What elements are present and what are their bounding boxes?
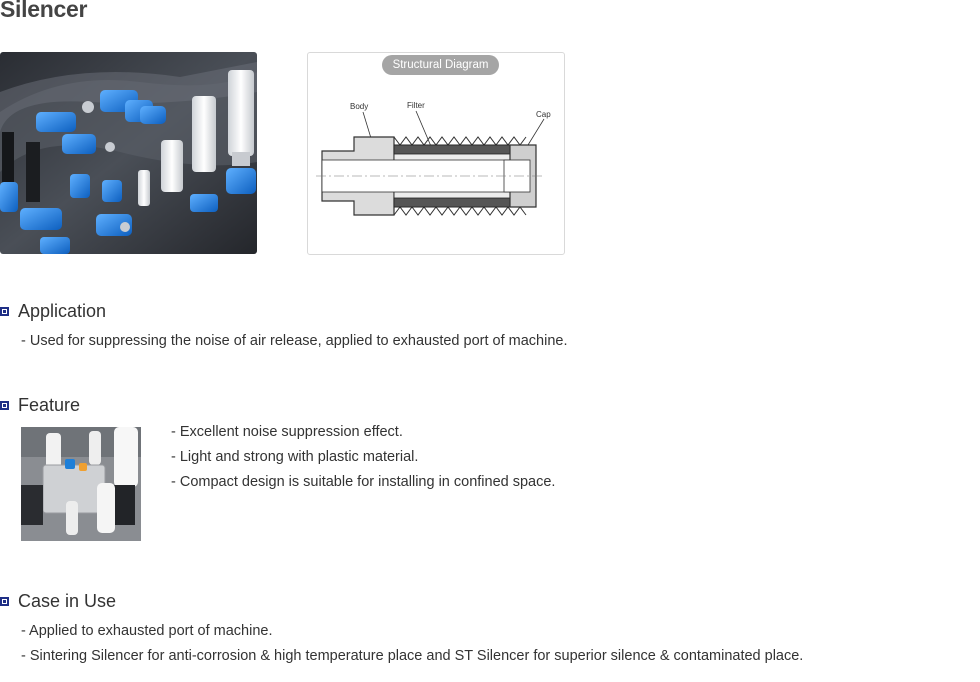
case-in-use-line-1: - Applied to exhausted port of machine. [21,623,273,639]
application-line: - Used for suppressing the noise of air … [21,333,568,349]
diagram-label-body: Body [350,102,369,111]
structural-diagram: Structural Diagram Body Filter Cap [307,52,565,255]
square-bullet-icon [0,401,9,410]
feature-photo [21,427,141,541]
case-in-use-line-2: - Sintering Silencer for anti-corrosion … [21,648,804,664]
page-title: Silencer [0,0,88,22]
product-photo [0,52,257,254]
feature-title: Feature [18,395,81,415]
case-in-use-title: Case in Use [18,591,117,611]
application-heading: Application [0,301,106,322]
application-title: Application [18,301,107,321]
square-bullet-icon [0,307,9,316]
case-in-use-heading: Case in Use [0,591,116,612]
diagram-label-filter: Filter [407,101,425,110]
feature-line-3: - Compact design is suitable for install… [171,474,556,490]
feature-heading: Feature [0,395,80,416]
square-bullet-icon [0,597,9,606]
diagram-title: Structural Diagram [382,55,499,75]
feature-line-2: - Light and strong with plastic material… [171,449,419,465]
silencer-cross-section [316,110,545,216]
diagram-label-cap: Cap [536,110,551,119]
feature-line-1: - Excellent noise suppression effect. [171,424,403,440]
